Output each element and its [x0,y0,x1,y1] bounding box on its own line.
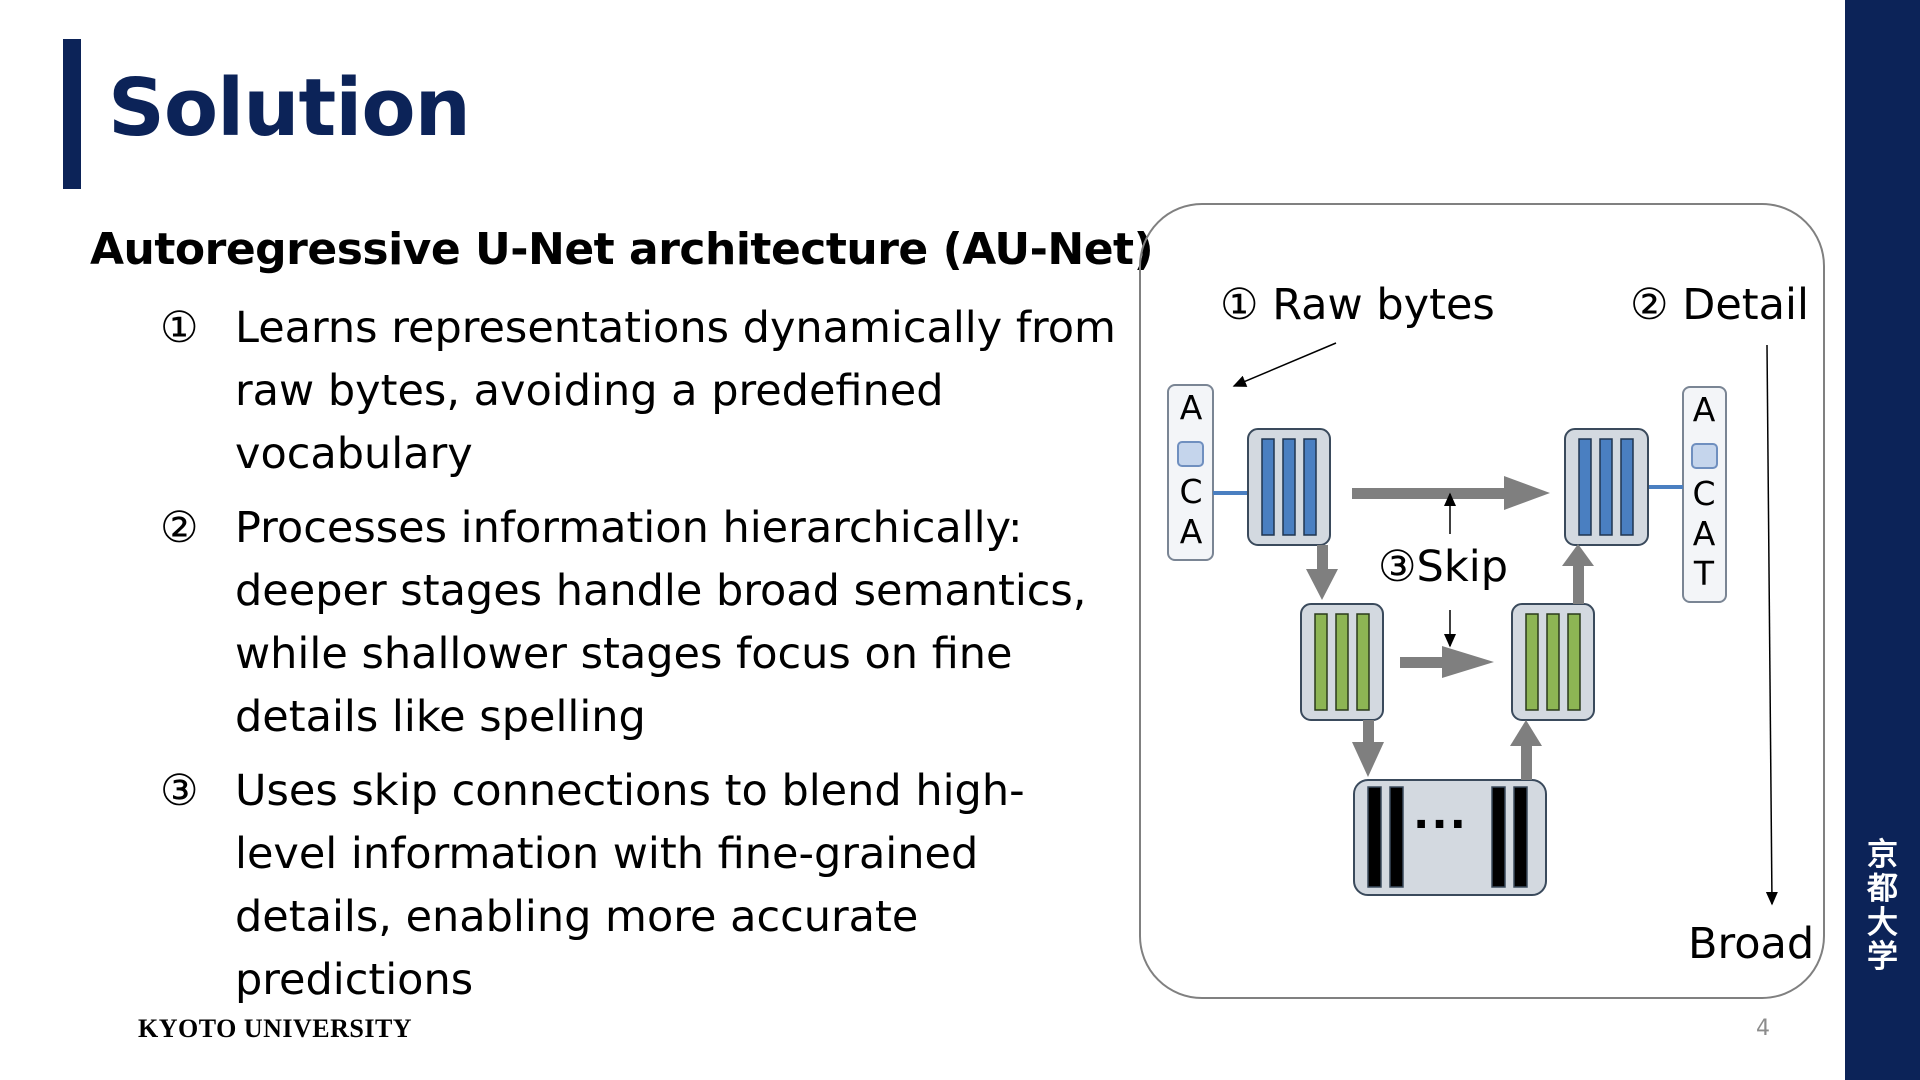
input-token-square [1177,441,1204,467]
au-net-diagram: ① Raw bytes ② Detail ③Skip Broad A C A A… [1138,202,1826,1000]
point-number: ③ [160,766,199,816]
point-number: ① [160,303,199,353]
brand-side-band [1845,0,1920,1080]
output-letter: A [1692,514,1716,553]
point-text: Processes information hierarchically: de… [235,503,1087,742]
bottleneck-ellipsis: ··· [1413,800,1469,850]
page-number: 4 [1756,1016,1770,1041]
annotation-arrows [1232,342,1778,906]
output-token-square [1691,443,1718,469]
skip-label: ③Skip [1378,542,1508,592]
footer-brand: KYOTO UNIVERSITY [138,1014,413,1043]
input-letter: A [1179,512,1203,551]
detail-label: ② Detail [1630,280,1809,330]
kyoto-university-kanji-logo: 京 都 大 学 [1867,837,1898,975]
point-text: Learns representations dynamically from … [235,303,1116,479]
slide-title: Solution [108,62,471,154]
raw-bytes-label: ① Raw bytes [1220,280,1495,330]
diagram-frame [1139,203,1825,999]
subheading: Autoregressive U-Net architecture (AU-Ne… [90,224,1154,275]
output-letter: A [1692,390,1716,429]
input-letter: A [1179,388,1203,427]
flow-arrows [1306,476,1594,780]
input-letter: C [1179,472,1203,511]
output-token-stack [1682,386,1727,603]
point-number: ② [160,503,199,553]
broad-label: Broad [1688,919,1815,969]
output-letter: C [1692,474,1716,513]
point-text: Uses skip connections to blend high-leve… [235,766,1025,1005]
au-net-diagram-graphic [1139,203,1825,999]
output-letter: T [1693,554,1715,593]
title-accent-bar [63,39,81,189]
input-token-stack [1167,384,1214,561]
